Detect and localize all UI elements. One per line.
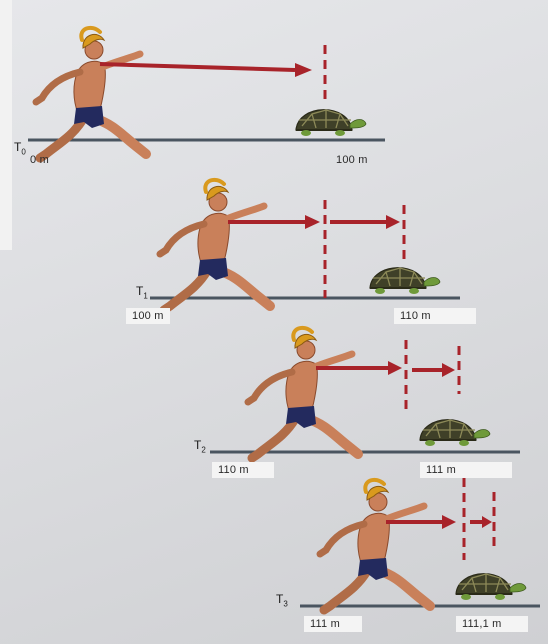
arrow-right [330, 215, 400, 229]
stage-2 [210, 328, 520, 458]
distance-label-start-1: 100 m [126, 308, 170, 324]
time-label-t2: T2 [194, 438, 206, 454]
distance-label-start-0: 0 m [30, 154, 49, 166]
stage-1 [150, 180, 460, 310]
arrow-right [470, 516, 492, 528]
distance-label-start-2: 110 m [212, 462, 274, 478]
tortoise-figure [456, 574, 526, 600]
time-label-t3: T3 [276, 592, 288, 608]
runner-figure [36, 28, 146, 158]
arrow-right [412, 363, 455, 377]
distance-label-end-0: 100 m [336, 154, 368, 166]
distance-label-end-2: 111 m [420, 462, 512, 478]
runner-figure [248, 328, 358, 458]
tortoise-figure [420, 420, 490, 446]
runner-figure [160, 180, 270, 310]
arrow-right [100, 63, 312, 77]
tortoise-figure [370, 268, 440, 294]
distance-label-end-1: 110 m [394, 308, 476, 324]
stage-3 [300, 478, 540, 610]
distance-label-end-3: 111,1 m [456, 616, 528, 632]
distance-label-start-3: 111 m [304, 616, 362, 632]
runner-figure [320, 480, 430, 610]
stage-0 [28, 28, 385, 158]
time-label-t0: T0 [14, 140, 26, 156]
time-label-t1: T1 [136, 284, 148, 300]
tortoise-figure [296, 110, 366, 136]
